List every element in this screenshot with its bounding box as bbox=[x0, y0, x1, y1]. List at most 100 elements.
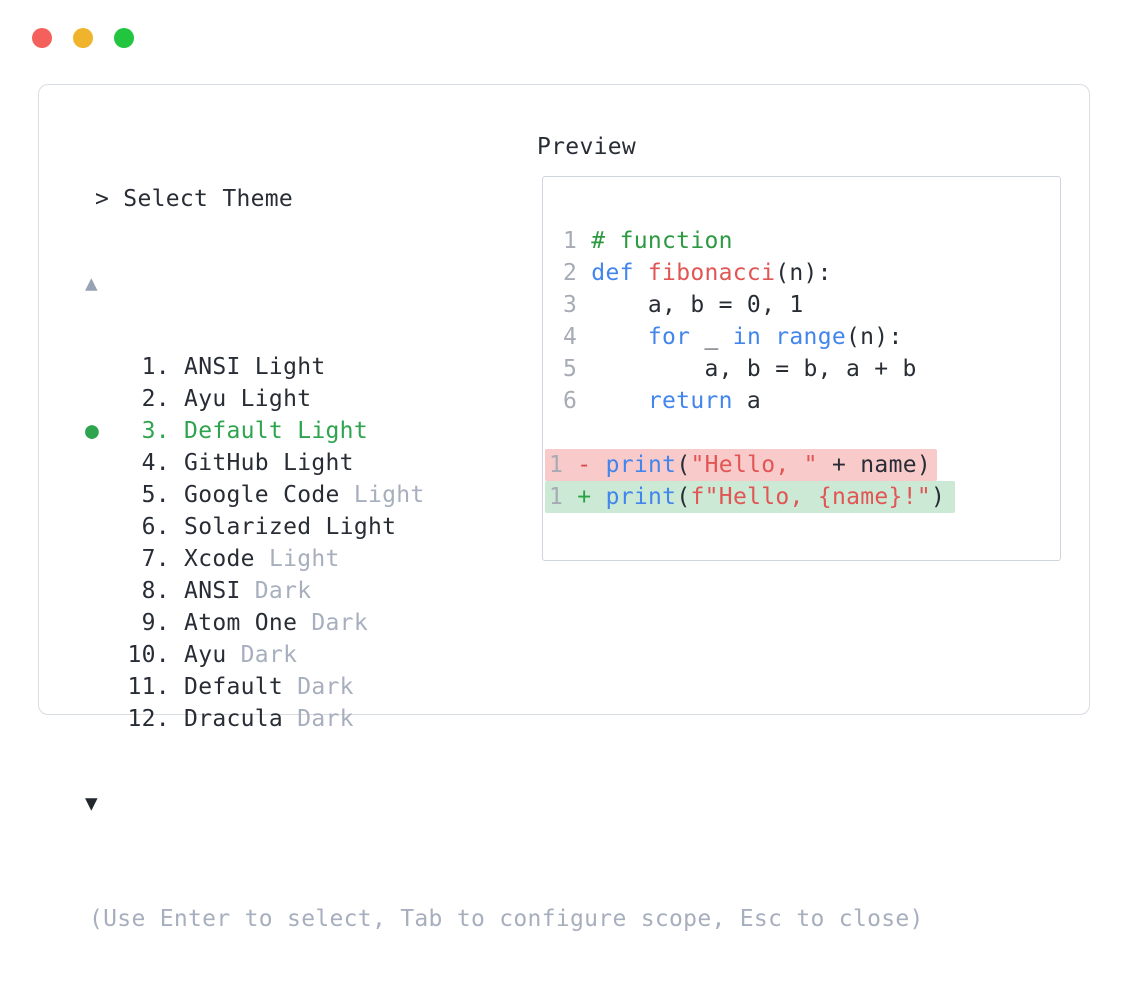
marker-spacer bbox=[85, 450, 127, 476]
help-text: (Use Enter to select, Tab to configure s… bbox=[89, 906, 924, 932]
theme-number: 12. bbox=[127, 706, 185, 732]
token-plain: ( bbox=[676, 452, 691, 478]
code-line: 3 a, b = 0, 1 bbox=[563, 289, 1060, 321]
token-keyword: def bbox=[591, 260, 634, 286]
minimize-button[interactable] bbox=[73, 28, 93, 48]
theme-name: Default Light bbox=[184, 418, 368, 444]
marker-spacer bbox=[85, 610, 127, 636]
token-string: "Hello, " bbox=[690, 452, 818, 478]
zoom-button[interactable] bbox=[114, 28, 134, 48]
token-name: fibonacci bbox=[647, 260, 776, 286]
marker-spacer bbox=[85, 482, 127, 508]
theme-item-6[interactable]: 6. Solarized Light bbox=[85, 511, 539, 543]
code-line: 4 for _ in range(n): bbox=[563, 321, 1060, 353]
token-keyword: print bbox=[605, 484, 677, 510]
theme-number: 3. bbox=[127, 418, 185, 444]
theme-name: GitHub Light bbox=[184, 450, 354, 476]
theme-name: Dracula bbox=[184, 706, 284, 732]
theme-name: ANSI bbox=[184, 578, 241, 604]
theme-variant-muted: Light bbox=[339, 482, 425, 508]
diff-removed-line: 1 - print("Hello, " + name) bbox=[545, 449, 1060, 481]
theme-item-11[interactable]: 11. Default Dark bbox=[85, 671, 539, 703]
line-number: 4 bbox=[563, 324, 592, 350]
marker-spacer bbox=[85, 642, 127, 668]
token-keyword: in bbox=[732, 324, 762, 350]
theme-picker: > Select Theme ▲ 1. ANSI Light 2. Ayu Li… bbox=[39, 131, 924, 987]
theme-item-1[interactable]: 1. ANSI Light bbox=[85, 351, 539, 383]
theme-number: 7. bbox=[127, 546, 185, 572]
diff-removed-sign-icon: - bbox=[577, 452, 606, 478]
theme-item-10[interactable]: 10. Ayu Dark bbox=[85, 639, 539, 671]
marker-spacer bbox=[85, 386, 127, 412]
token-keyword: for bbox=[647, 324, 691, 350]
token-comment: # function bbox=[591, 228, 733, 254]
token-plain: a, b = b, a + b bbox=[591, 356, 917, 382]
token-plain: _ bbox=[690, 324, 733, 350]
theme-item-12[interactable]: 12. Dracula Dark bbox=[85, 703, 539, 735]
token-plain bbox=[761, 324, 775, 350]
preview-label: Preview bbox=[537, 134, 637, 160]
theme-variant-muted: Dark bbox=[283, 706, 354, 732]
marker-spacer bbox=[85, 514, 127, 540]
token-plain: a, b = 0, 1 bbox=[591, 292, 804, 318]
theme-variant-muted: Dark bbox=[240, 578, 312, 604]
marker-spacer bbox=[85, 546, 127, 572]
theme-picker-panel: > Select Theme ▲ 1. ANSI Light 2. Ayu Li… bbox=[38, 84, 1090, 932]
diff-removed-highlight: 1 - print("Hello, " + name) bbox=[545, 449, 938, 481]
theme-list: 1. ANSI Light 2. Ayu Light● 3. Default L… bbox=[85, 351, 539, 735]
code-line-content: 1 # function bbox=[563, 225, 733, 257]
theme-number: 10. bbox=[127, 642, 185, 668]
theme-item-8[interactable]: 8. ANSI Dark bbox=[85, 575, 539, 607]
theme-variant-muted: Light bbox=[254, 546, 340, 572]
scroll-down-indicator-icon: ▼ bbox=[85, 791, 98, 815]
theme-name: Google Code bbox=[184, 482, 340, 508]
theme-item-5[interactable]: 5. Google Code Light bbox=[85, 479, 539, 511]
theme-item-3[interactable]: ● 3. Default Light bbox=[85, 415, 539, 447]
code-line: 1 # function bbox=[563, 225, 1060, 257]
theme-item-2[interactable]: 2. Ayu Light bbox=[85, 383, 539, 415]
token-plain: ( bbox=[676, 484, 691, 510]
code-line-content: 3 a, b = 0, 1 bbox=[563, 289, 804, 321]
theme-item-7[interactable]: 7. Xcode Light bbox=[85, 543, 539, 575]
line-number: 6 bbox=[563, 388, 592, 414]
token-plain bbox=[591, 388, 648, 414]
theme-item-4[interactable]: 4. GitHub Light bbox=[85, 447, 539, 479]
theme-number: 6. bbox=[127, 514, 185, 540]
prompt: > Select Theme bbox=[95, 186, 294, 212]
token-plain: (n): bbox=[775, 260, 832, 286]
theme-name: Default bbox=[184, 674, 284, 700]
marker-spacer bbox=[85, 354, 127, 380]
theme-name: Ayu bbox=[184, 642, 227, 668]
theme-number: 2. bbox=[127, 386, 185, 412]
code-blank-line bbox=[563, 417, 1060, 449]
theme-number: 11. bbox=[127, 674, 185, 700]
theme-name: Atom One bbox=[184, 610, 298, 636]
code-line: 6 return a bbox=[563, 385, 1060, 417]
close-button[interactable] bbox=[32, 28, 52, 48]
theme-variant-muted: Dark bbox=[226, 642, 298, 668]
token-plain: a bbox=[732, 388, 762, 414]
marker-spacer bbox=[85, 674, 127, 700]
theme-name: Xcode bbox=[184, 546, 255, 572]
code-line-content: 5 a, b = b, a + b bbox=[563, 353, 917, 385]
theme-number: 9. bbox=[127, 610, 185, 636]
token-plain: (n): bbox=[846, 324, 903, 350]
line-number: 1 bbox=[549, 452, 578, 478]
diff-added-highlight: 1 + print(f"Hello, {name}!") bbox=[545, 481, 956, 513]
theme-name: ANSI Light bbox=[184, 354, 326, 380]
theme-variant-muted: Dark bbox=[283, 674, 354, 700]
window-controls bbox=[32, 28, 134, 48]
token-keyword: print bbox=[605, 452, 677, 478]
line-number: 5 bbox=[563, 356, 592, 382]
theme-item-9[interactable]: 9. Atom One Dark bbox=[85, 607, 539, 639]
scroll-up-indicator-icon: ▲ bbox=[85, 271, 98, 295]
token-plain bbox=[591, 324, 648, 350]
token-string: f"Hello, {name}!" bbox=[690, 484, 932, 510]
token-plain: ) bbox=[931, 484, 946, 510]
token-keyword: return bbox=[647, 388, 733, 414]
code-line: 5 a, b = b, a + b bbox=[563, 353, 1060, 385]
theme-number: 1. bbox=[127, 354, 185, 380]
line-number: 3 bbox=[563, 292, 592, 318]
